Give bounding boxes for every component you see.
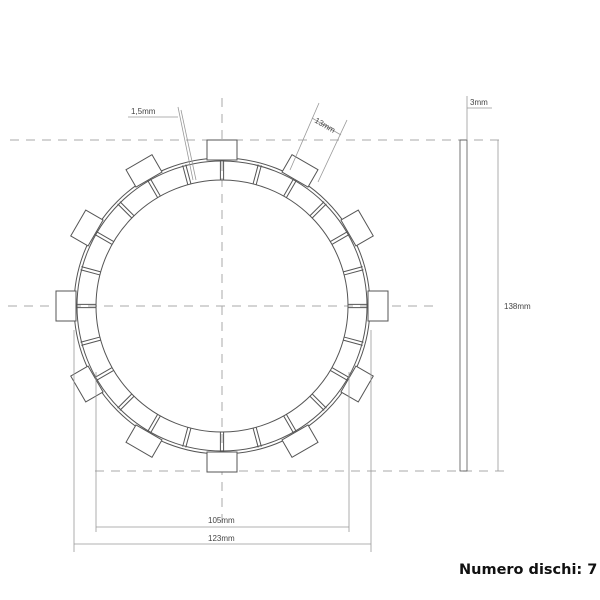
friction-groove-line [309, 201, 325, 217]
friction-groove-line [283, 415, 295, 434]
disc-outer-inner-edge [76, 160, 368, 452]
disc-side-view [459, 139, 468, 472]
groove-leader-1 [177, 106, 194, 181]
friction-groove-line [252, 427, 259, 448]
disc-tab [55, 290, 77, 322]
friction-groove-line [311, 203, 327, 219]
friction-groove-line [119, 201, 135, 217]
friction-groove-line [117, 203, 133, 219]
disc-tab [70, 365, 104, 403]
groove-leader-2 [180, 109, 197, 181]
friction-groove-line [343, 339, 363, 346]
friction-groove-line [311, 393, 327, 409]
friction-groove-line [285, 414, 297, 432]
friction-groove-line [117, 393, 133, 409]
tab-width-extension-2 [317, 119, 348, 183]
friction-groove-line [149, 415, 161, 434]
friction-groove-line [343, 269, 364, 276]
friction-groove-line [81, 339, 101, 346]
disc-tab [125, 154, 163, 188]
friction-groove-line [81, 266, 101, 273]
tab-width-extension-1 [289, 102, 320, 171]
disc-tab [206, 139, 238, 161]
friction-groove-line [147, 414, 159, 432]
disc-inner-edge [95, 179, 349, 433]
friction-groove-line [283, 178, 295, 197]
friction-groove-line [330, 231, 348, 243]
disc-tab [281, 154, 319, 188]
groove-width-label: 1,5mm [131, 107, 156, 116]
tab-width-label: 13mm [313, 116, 337, 135]
friction-groove-line [182, 427, 189, 447]
friction-groove-line [96, 231, 114, 243]
friction-groove-line [309, 395, 325, 411]
friction-groove-line [94, 367, 113, 379]
friction-groove-line [285, 180, 297, 198]
tab-width-dimension-line [311, 117, 342, 136]
disc-tab [70, 209, 104, 247]
disc-tab [125, 424, 163, 458]
outer-diameter-label: 123mm [208, 534, 235, 543]
friction-groove-line [147, 180, 159, 198]
friction-groove-line [94, 233, 113, 245]
friction-groove-line [331, 367, 350, 379]
friction-groove-line [185, 427, 192, 448]
friction-groove-line [343, 336, 364, 343]
disc-tab [340, 365, 374, 403]
friction-groove-line [255, 427, 262, 447]
friction-groove-line [80, 269, 101, 276]
friction-groove-line [185, 164, 192, 185]
friction-groove-line [343, 266, 363, 273]
friction-groove-line [252, 164, 259, 185]
disc-tab [281, 424, 319, 458]
disc-tab [367, 290, 389, 322]
friction-groove-line [331, 233, 350, 245]
friction-groove-line [96, 369, 114, 381]
thickness-label: 3mm [470, 98, 488, 107]
friction-groove-line [182, 165, 189, 185]
friction-groove-line [149, 178, 161, 197]
disc-tab [206, 451, 238, 473]
disc-tab [340, 209, 374, 247]
friction-groove-line [119, 395, 135, 411]
inner-diameter-label: 105mm [208, 516, 235, 525]
friction-groove-line [80, 336, 101, 343]
friction-groove-line [255, 165, 262, 185]
height-label: 138mm [504, 302, 531, 311]
disc-count-label: Numero dischi: 7 [459, 562, 598, 578]
friction-groove-line [330, 369, 348, 381]
